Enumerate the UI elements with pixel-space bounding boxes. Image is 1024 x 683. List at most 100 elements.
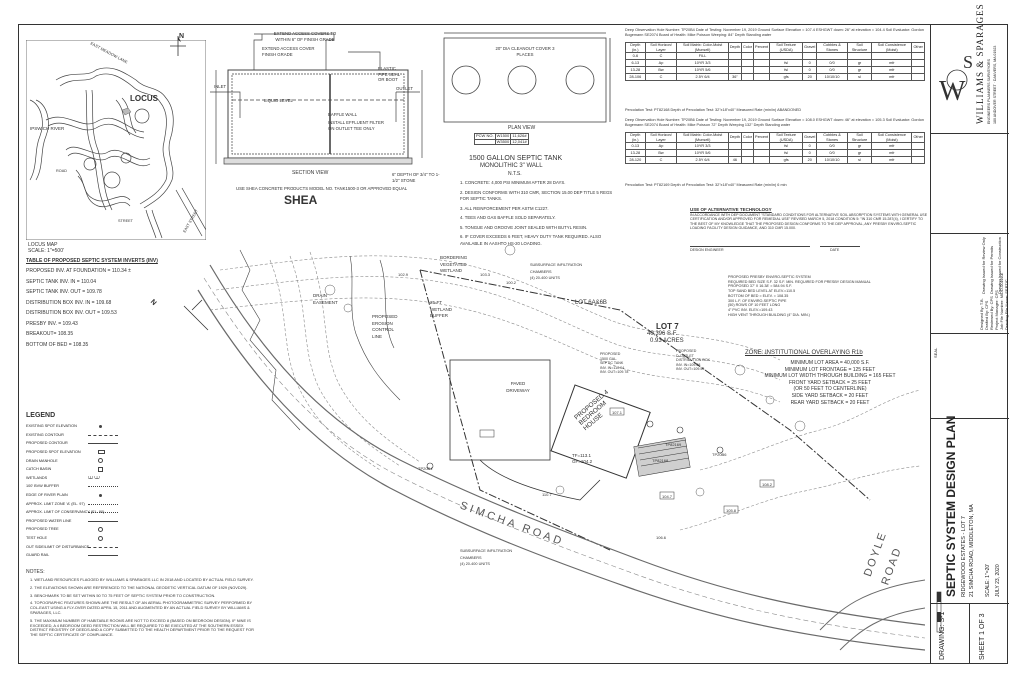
soil-column-header: Cobbles & Stones xyxy=(816,41,848,54)
soil-cell: 13-28 xyxy=(625,66,646,75)
soil-cell: FILL xyxy=(676,52,729,61)
tank-label-2: LIQUID LEVEL xyxy=(264,98,293,103)
tank-note: 3. ALL REINFORCEMENT PER ASTM C1227. xyxy=(460,205,549,211)
legend-label: EXISTING CONTOUR xyxy=(26,432,64,437)
soil-column-header: Soil Structure xyxy=(846,131,873,144)
spot-elevation: 107.1 xyxy=(612,410,623,415)
weights-cell: 12,041# xyxy=(510,138,529,146)
divider xyxy=(969,604,970,664)
soil-cell xyxy=(753,52,771,61)
alt-tech-text: IN ACCORDANCE WITH DEP DOCUMENT "STANDAR… xyxy=(690,213,928,231)
sheet-date: JULY 23, 2020 xyxy=(995,564,1001,597)
soil-column-header: Gravel xyxy=(802,131,818,144)
zone-item: MINIMUM LOT WIDTH THROUGH BUILDING = 165… xyxy=(764,373,896,380)
north-arrow-icon xyxy=(170,36,186,56)
callout-line: PROPOSED xyxy=(600,352,621,356)
checkbox-label: Drawing Issued for Review Only xyxy=(981,237,986,294)
sheet-number-panel: DRAWING: S-1 SHEET 1 OF 3 xyxy=(931,604,1009,664)
legend-symbol-icon xyxy=(86,544,126,550)
invert-row: BOTTOM OF BED = 108.35 xyxy=(26,341,89,348)
tank-label-9: 20" DIA CLEANOUT COVER 3 PLACES xyxy=(495,46,555,57)
soil-column-header: Depth xyxy=(727,41,742,54)
legend-item: APPROX. LIMIT OF CONSERVANCY (EL. 90) xyxy=(26,508,136,517)
legend-symbol-icon xyxy=(86,518,126,524)
note-item: 2. THE ELEVATIONS SHOWN ARE REFERENCED T… xyxy=(30,584,248,590)
legend-label: GUARD RAIL xyxy=(26,553,50,558)
drain-label-line: EASEMENT xyxy=(313,299,338,305)
soil-column-header: Gravel xyxy=(802,41,818,54)
soil-cell: 0/0 xyxy=(816,66,848,75)
legend-item: APPROX. LIMIT ZONE 'A' (EL. 97) xyxy=(26,499,136,508)
tank-note: 5. TONGUE AND GROOVE JOINT SEALED WITH B… xyxy=(460,224,588,230)
locus-place-3: STREET xyxy=(118,219,133,223)
design-engineer-label: DESIGN ENGINEER xyxy=(690,248,724,252)
paved-driveway-label: PAVED DRIVEWAY xyxy=(506,381,530,393)
soil-column-header: Depth (in.) xyxy=(625,41,646,54)
test-pit-label: TP82169 xyxy=(665,442,682,447)
soil-cell xyxy=(727,149,742,158)
erosion-label-line: CONTROL xyxy=(372,327,395,332)
soil-cell: 2.5Y 6/4 xyxy=(676,73,729,82)
invert-row: PROPOSED INV. AT FOUNDATION = 110.34 ± xyxy=(26,268,131,274)
soil-column-header: Soil Texture (USDA) xyxy=(769,131,804,144)
project-name: RIDGEWOOD ESTATES - LOT 7 xyxy=(961,516,967,597)
tank-title: 1500 GALLON SEPTIC TANK xyxy=(469,155,563,162)
erosion-control-label: PROPOSED EROSION CONTROL LINE xyxy=(372,314,398,340)
soil-cell xyxy=(727,66,742,75)
callout-line: PROPOSED PRESBY ENVIRO-SEPTIC SYSTEM xyxy=(728,275,811,279)
infiltration-line: SUBSURFACE INFILTRATION xyxy=(460,549,513,553)
soil-column-header: Percent xyxy=(753,41,771,54)
tank-label-3: BAFFLE WALL xyxy=(328,112,357,117)
title-block: W S WILLIAMS & SPARAGES ENGINEERS PLANNE… xyxy=(930,3,1009,664)
spot-elevation: 104.7 xyxy=(662,494,673,499)
soil-cell: 0/0 xyxy=(816,149,848,158)
revision-panel xyxy=(931,134,1009,234)
lot-area-ac: 0.93 ACRES xyxy=(650,338,684,344)
test-pit-label: TP82168 xyxy=(652,458,669,463)
infiltration-line: (4) 20-400 UNITS xyxy=(530,276,560,280)
soil-column-header: Percent xyxy=(753,131,771,144)
callout-line: BOTTOM OF BED = ELEV. = 108.35 xyxy=(728,293,789,298)
firm-address: 180 ANDOVER STREET · DANVERS, MA 01923 xyxy=(993,45,997,124)
notes-list: 1. WETLAND RESOURCES FLAGGED BY WILLIAMS… xyxy=(30,577,262,641)
tank-label-7: OUTLET xyxy=(396,86,413,91)
locus-title: LOCUS xyxy=(130,94,158,103)
legend-symbol-icon xyxy=(86,552,126,558)
drain-label-line: DRAIN xyxy=(313,293,328,298)
soil-cell xyxy=(740,73,755,82)
soil-cell xyxy=(727,142,742,151)
legend-symbol-icon xyxy=(86,526,126,532)
soil-cell: mfr xyxy=(871,66,913,75)
soil-column-header: Cobbles & Stones xyxy=(816,131,848,144)
soil-cell xyxy=(740,52,755,61)
callout-line: HIGH VENT THROUGH BUILDING (4" DIA. MIN.… xyxy=(728,312,810,317)
legend-item: WETLANDS⩊ ⩊ xyxy=(26,474,136,483)
infiltration-line: CHAMBERS xyxy=(530,269,552,274)
inverts-title: TABLE OF PROPOSED SEPTIC SYSTEM INVERTS … xyxy=(26,258,158,264)
soil-cell xyxy=(753,156,771,165)
septic-tank-plan-drawing xyxy=(443,32,611,123)
soil-cell: sl xyxy=(846,73,873,82)
soil-column-header: Depth xyxy=(727,131,742,144)
legend-label: TEST HOLE xyxy=(26,536,48,541)
test-pit-label: TP20B6 xyxy=(712,452,727,457)
soil-cell: 10YR 3/3 xyxy=(676,59,729,68)
soil-cell: 13-28 xyxy=(625,149,646,158)
legend-label: WETLANDS xyxy=(26,475,48,480)
soil-cell: 0/0 xyxy=(816,142,848,151)
legend-item: PROPOSED SPOT ELEVATION xyxy=(26,448,136,457)
buffer-label-line: WETLAND xyxy=(430,306,453,312)
soil-column-header: Soil Horizon/ Layer xyxy=(644,41,678,54)
buffer-label-line: 25-FT xyxy=(430,300,443,305)
callout-line: (50) ROWS OF 10 FEET LONG xyxy=(728,303,781,308)
notes-title: NOTES: xyxy=(26,569,45,575)
soil-cell: Bw xyxy=(644,66,678,75)
zone-item: (OR 50 FEET TO CENTERLINE) xyxy=(793,386,867,393)
soil-cell: 6-13 xyxy=(625,59,646,68)
soil-cell xyxy=(769,52,804,61)
north-label: N xyxy=(179,33,185,40)
callout-line: DISTRIBUTION BOX xyxy=(676,358,710,363)
